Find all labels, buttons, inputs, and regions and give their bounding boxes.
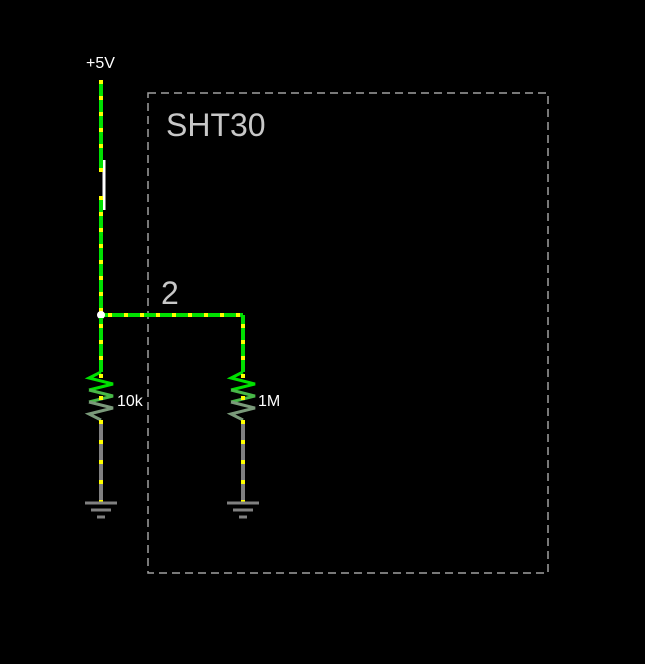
ground-right-icon[interactable] (227, 501, 259, 519)
resistor-10k[interactable] (84, 370, 114, 422)
sht30-label: SHT30 (166, 107, 266, 143)
junction-node[interactable] (97, 311, 105, 319)
node-2-label: 2 (161, 275, 179, 311)
push-switch[interactable] (99, 160, 106, 212)
ground-left-icon[interactable] (85, 501, 117, 519)
resistor-10k-label: 10k (117, 393, 144, 410)
resistor-1m-label: 1M (258, 393, 280, 410)
resistor-1m[interactable] (226, 370, 256, 422)
sht30-box[interactable] (147, 92, 549, 574)
supply-label: +5V (86, 55, 115, 72)
